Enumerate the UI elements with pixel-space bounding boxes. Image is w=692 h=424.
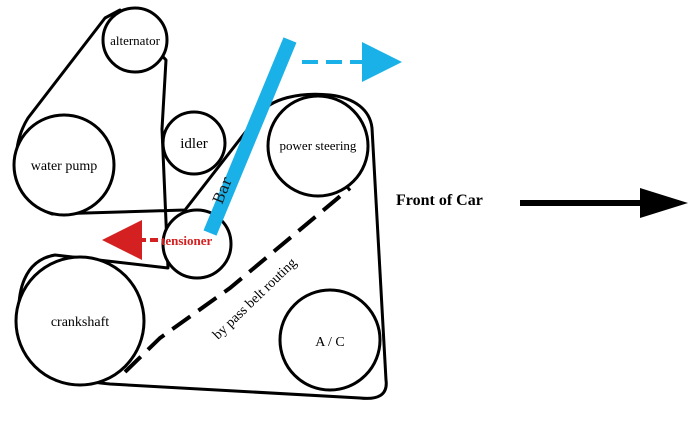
ac-label: A / C — [315, 335, 345, 350]
pulley-crankshaft: crankshaft — [14, 255, 146, 387]
pulley-water-pump: water pump — [12, 113, 116, 217]
power-steering-label: power steering — [280, 138, 357, 153]
alternator-label: alternator — [110, 33, 160, 48]
idler-label: idler — [180, 136, 208, 152]
bypass-belt-route — [123, 186, 352, 374]
crankshaft-label: crankshaft — [51, 315, 109, 330]
water-pump-label: water pump — [31, 159, 97, 174]
front-direction-arrow — [520, 188, 688, 218]
pulley-alternator: alternator — [101, 6, 169, 74]
pulley-power-steering: power steering — [266, 94, 370, 198]
tensioner-label: tensioner — [161, 233, 213, 248]
front-of-car-label: Front of Car — [396, 192, 483, 209]
pulley-ac: A / C — [278, 288, 382, 392]
pulley-idler: idler — [161, 110, 227, 176]
blue-bar — [203, 37, 297, 236]
